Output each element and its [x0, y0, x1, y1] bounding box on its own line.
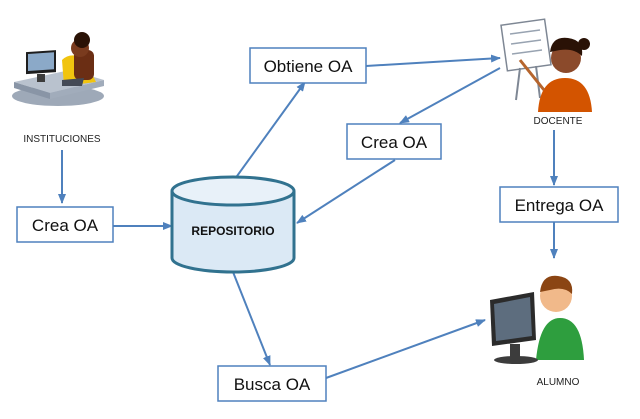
arrow-crea-to-repository-2 [296, 159, 396, 224]
busca-oa-label: Busca OA [234, 375, 311, 394]
institutions-icon [12, 32, 104, 106]
entrega-oa-box: Entrega OA [499, 186, 619, 223]
repository-cylinder: REPOSITORIO [170, 175, 296, 274]
entrega-oa-label: Entrega OA [515, 196, 604, 215]
crea-oa-label-institutions: Crea OA [32, 216, 99, 235]
obtiene-oa-box: Obtiene OA [249, 47, 367, 84]
crea-oa-box-teacher: Crea OA [346, 123, 442, 160]
arrow-busca-to-student [325, 319, 486, 379]
arrow-repository-to-obtiene [231, 81, 306, 184]
arrow-teacher-to-crea [399, 67, 501, 124]
arrow-obtiene-to-teacher [365, 54, 501, 67]
repository-label: REPOSITORIO [191, 224, 274, 238]
busca-oa-box: Busca OA [217, 365, 327, 402]
institutions-label: INSTITUCIONES [23, 134, 101, 145]
crea-oa-box-institutions: Crea OA [16, 206, 114, 243]
teacher-icon [500, 18, 592, 112]
obtiene-oa-label: Obtiene OA [264, 57, 353, 76]
student-icon [490, 275, 584, 364]
student-label: ALUMNO [537, 377, 580, 388]
arrow-repository-to-busca [232, 271, 271, 366]
crea-oa-label-teacher: Crea OA [361, 133, 428, 152]
flow-arrows [58, 54, 558, 379]
teacher-label: DOCENTE [534, 116, 583, 127]
